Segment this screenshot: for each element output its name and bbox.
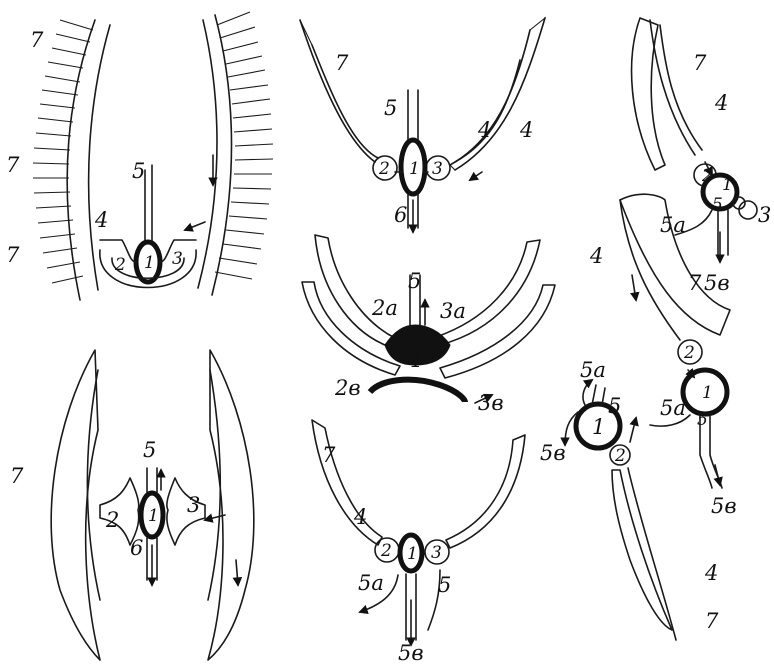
label-3-b: 3: [432, 159, 443, 179]
label-7-h: 7: [705, 609, 719, 633]
gill-filaments-left: [33, 20, 93, 283]
label-1-h: 1: [592, 415, 605, 439]
label-7-f: 7: [693, 51, 707, 75]
label-5-a: 5: [132, 159, 145, 183]
label-3-f: 3: [758, 203, 771, 227]
label-2-d: 2: [380, 541, 392, 561]
label-7-a1: 7: [30, 28, 44, 52]
label-5-h: 5: [608, 394, 621, 418]
label-5a-h: 5a: [580, 358, 606, 382]
label-5a-g: 5a: [660, 396, 686, 420]
label-1-g: 1: [702, 383, 713, 403]
label-6-e: 6: [130, 536, 143, 560]
label-7-d: 7: [322, 443, 336, 467]
label-3-d: 3: [431, 543, 442, 563]
label-5-e: 5: [143, 438, 156, 462]
label-7-b: 7: [335, 51, 349, 75]
label-2-g: 2: [683, 343, 695, 363]
label-2v-c: 2в: [334, 376, 361, 400]
label-4-f: 4: [714, 91, 728, 115]
label-7-g: 7: [688, 271, 702, 295]
label-5v-g: 5в: [711, 494, 737, 518]
label-5-c: 5: [408, 269, 421, 293]
label-3-e: 3: [187, 493, 200, 517]
label-4-b2: 4: [519, 118, 533, 142]
panel-b: 7 5 4 4 2 1 3 6: [300, 18, 545, 232]
label-5-d: 5: [438, 573, 451, 597]
label-3v-c: 3в: [478, 391, 504, 415]
label-4-d: 4: [353, 505, 367, 529]
label-1-f: 1: [722, 175, 733, 195]
label-1-e: 1: [148, 506, 159, 526]
label-7-e: 7: [10, 464, 24, 488]
panel-f: 7 4 2 1 5 3 5a 5в: [632, 18, 772, 295]
label-1-b: 1: [409, 159, 420, 179]
label-6-b: 6: [394, 203, 407, 227]
label-2a-c: 2a: [371, 296, 398, 320]
panel-c: 5 2a 3a 1 2в 3в: [302, 235, 555, 415]
label-1-a: 1: [144, 253, 155, 273]
label-1-c: 1: [410, 348, 423, 372]
label-7-a3: 7: [6, 243, 20, 267]
label-4-h: 4: [704, 561, 718, 585]
label-2-b: 2: [378, 159, 390, 179]
label-2-f: 2: [701, 166, 713, 186]
label-5v-h: 5в: [540, 441, 566, 465]
panel-g: 4 7 2 1 5a 5 5в: [589, 194, 737, 518]
label-7-a2: 7: [6, 153, 20, 177]
label-2-e: 2: [105, 508, 119, 532]
label-5v-d: 5в: [398, 641, 424, 665]
label-5v-f: 5в: [704, 271, 730, 295]
label-5-g: 5: [697, 410, 708, 430]
label-2-a: 2: [114, 255, 126, 275]
panel-d: 7 4 2 1 3 5a 5 5в: [312, 420, 525, 665]
label-5a-d: 5a: [358, 571, 384, 595]
label-4-a: 4: [94, 208, 108, 232]
label-4-b1: 4: [477, 118, 491, 142]
label-4-g: 4: [589, 244, 603, 268]
label-3-a: 3: [172, 249, 183, 269]
label-5-f: 5: [712, 195, 723, 215]
panel-e: 7 5 2 1 3 6: [10, 350, 254, 660]
panel-a: 7 7 7 5 4 2 1 3: [6, 12, 273, 300]
label-5-b: 5: [384, 96, 397, 120]
label-1-d: 1: [407, 544, 418, 564]
label-3a-c: 3a: [440, 299, 466, 323]
label-2-h: 2: [614, 446, 626, 466]
